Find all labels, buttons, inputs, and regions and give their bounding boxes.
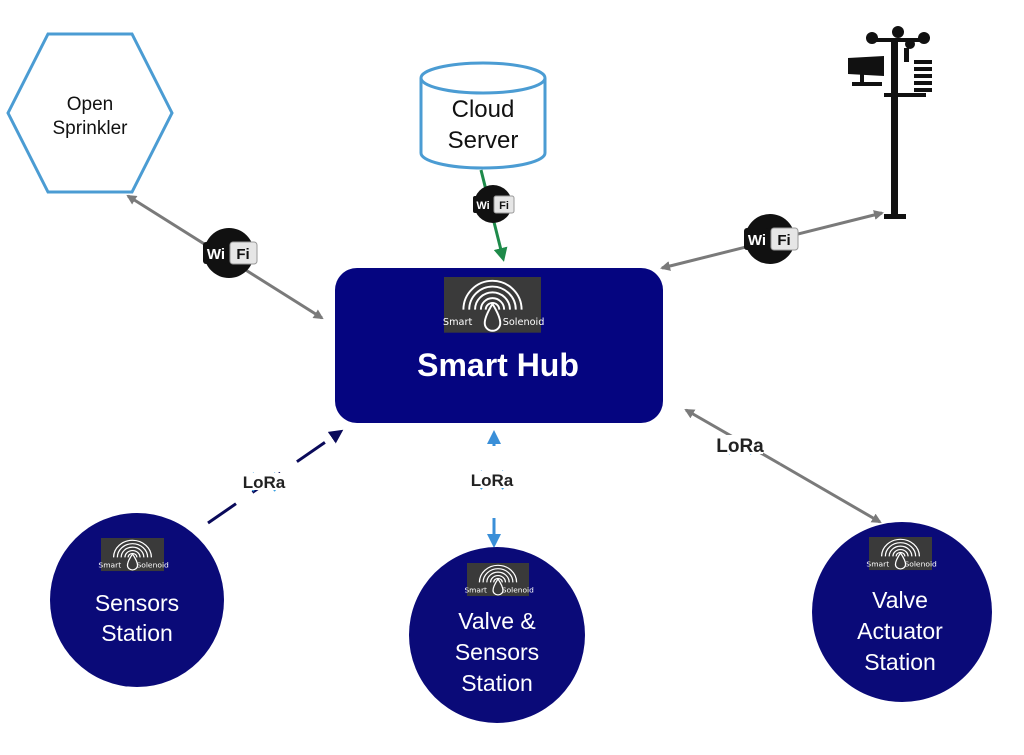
smart-hub-logo-left: Smart (443, 317, 473, 328)
sensors-station-label-line1: Sensors (95, 590, 179, 616)
wifi-badge-weather-right: Fi (777, 232, 790, 249)
cloud-server-label-line1: Cloud (452, 96, 515, 123)
valve-actuator-station-node: Smart Solenoid Valve Actuator Station (812, 522, 992, 702)
wifi-badge-cloud: Wi Fi (473, 185, 515, 223)
cloud-server-label-line2: Server (448, 127, 519, 154)
smart-hub-logo-right: Solenoid (503, 317, 545, 328)
valve-sensors-station-label-line1: Valve & (458, 608, 536, 634)
valve-sensors-station-node: Smart Solenoid Valve & Sensors Station (409, 547, 585, 723)
wifi-badge-sprinkler-left: Wi (207, 246, 225, 263)
lora-badge-actuator-text: LoRa (716, 436, 764, 457)
lora-badge-sensors: LoRa (243, 472, 286, 492)
wifi-badge-weather: Wi Fi (744, 214, 799, 264)
smart-hub-node: Smart Solenoid Smart Hub (335, 268, 663, 423)
valve-sensors-station-label-line3: Station (461, 670, 533, 696)
open-sprinkler-label-line1: Open (67, 94, 113, 115)
valve-actuator-station-logo-left: Smart (866, 560, 889, 569)
wifi-badge-cloud-right: Fi (499, 200, 509, 212)
wifi-badge-weather-left: Wi (748, 232, 766, 249)
weather-station-icon (848, 26, 932, 219)
wifi-badge-cloud-left: Wi (476, 200, 489, 212)
lora-badge-valve-sensors: LoRa (471, 470, 514, 490)
smart-hub-title: Smart Hub (417, 347, 579, 383)
lora-badge-actuator: LoRa (716, 435, 764, 457)
sensors-station-node: Smart Solenoid Sensors Station (50, 513, 224, 687)
valve-actuator-station-label-line1: Valve (872, 587, 928, 613)
sensors-station-logo-right: Solenoid (136, 561, 168, 570)
sensors-station-logo: Smart Solenoid (98, 537, 169, 572)
valve-actuator-station-label-line3: Station (864, 649, 936, 675)
valve-actuator-station-label-line2: Actuator (857, 618, 943, 644)
valve-sensors-station-logo: Smart Solenoid (464, 562, 534, 597)
sensors-station-label-line2: Station (101, 620, 173, 646)
lora-badge-valve-sensors-text: LoRa (471, 471, 514, 490)
actuator-hub-arrow-lower (779, 462, 882, 524)
valve-sensors-station-logo-right: Solenoid (502, 586, 534, 595)
open-sprinkler-node: Open Sprinkler (6, 32, 174, 194)
sensors-station-logo-left: Smart (98, 561, 121, 570)
valve-sensors-station-logo-left: Smart (464, 586, 487, 595)
smart-hub-logo: Smart Solenoid (443, 276, 545, 334)
wifi-badge-sprinkler: Wi Fi (203, 228, 258, 278)
cloud-server-node: Cloud Server (419, 61, 547, 170)
valve-actuator-station-logo-right: Solenoid (904, 560, 936, 569)
lora-badge-sensors-text: LoRa (243, 473, 286, 492)
open-sprinkler-label-line2: Sprinkler (53, 118, 129, 139)
valve-actuator-station-logo: Smart Solenoid (866, 536, 937, 571)
valve-sensors-station-label-line2: Sensors (455, 639, 539, 665)
wifi-badge-sprinkler-right: Fi (236, 246, 249, 263)
